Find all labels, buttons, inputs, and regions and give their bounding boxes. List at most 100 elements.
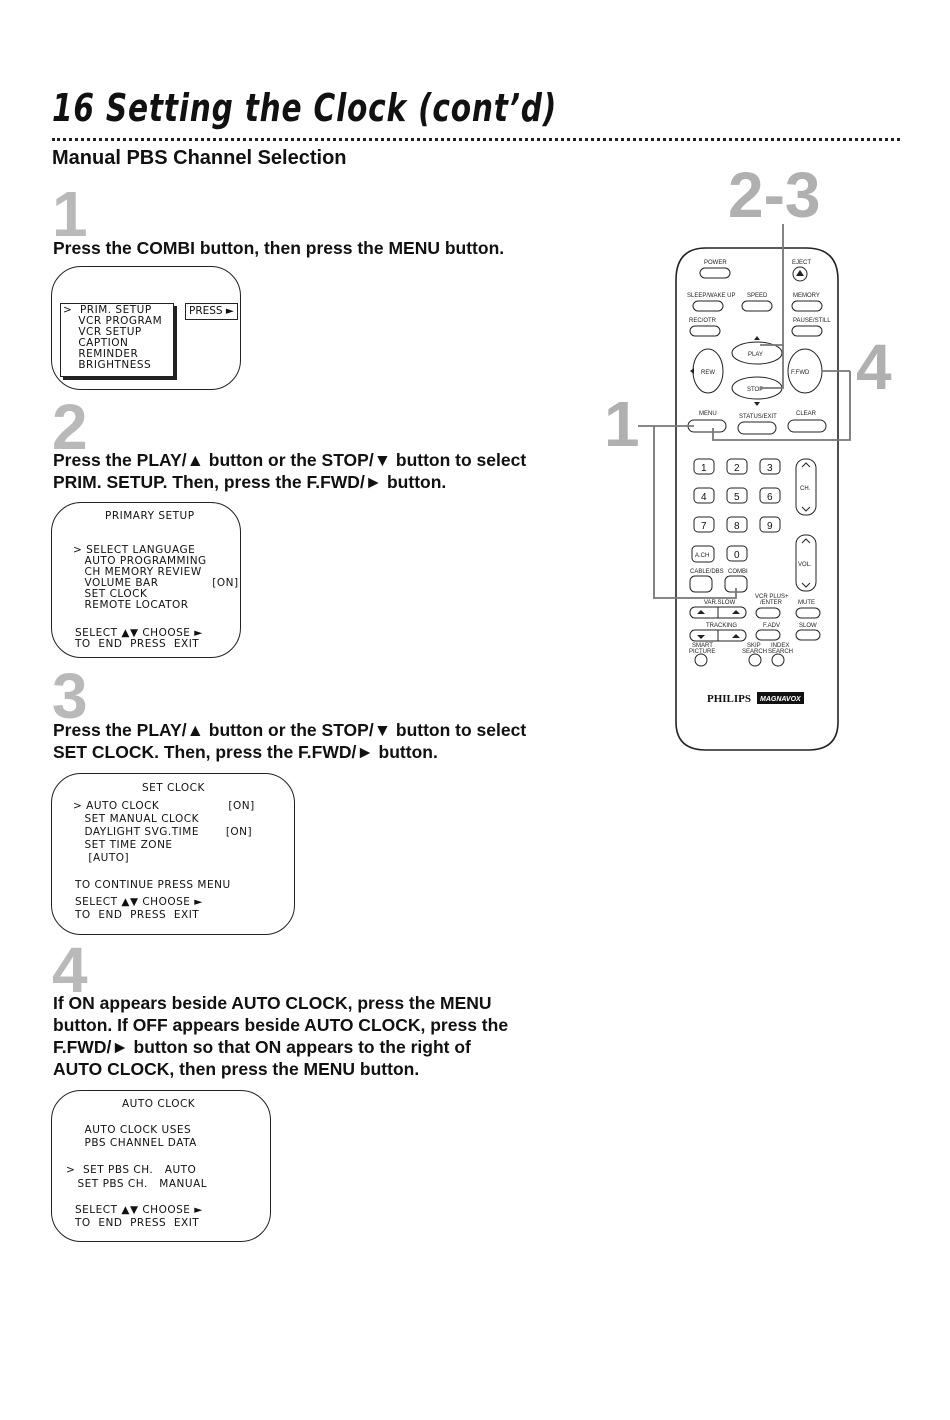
screen-footer: TO END PRESS EXIT — [75, 909, 200, 921]
rec-label: REC/OTR — [689, 318, 717, 324]
screen-footer: TO END PRESS EXIT — [75, 1217, 200, 1229]
screen-footer: SELECT ▲▼ CHOOSE ► — [75, 627, 203, 639]
memory-label: MEMORY — [793, 293, 820, 299]
section-title: Manual PBS Channel Selection — [52, 147, 347, 169]
screen-footer: TO CONTINUE PRESS MENU — [75, 879, 231, 891]
menu-line: > AUTO CLOCK [ON] — [73, 800, 255, 812]
screen-footer: TO END PRESS EXIT — [75, 638, 200, 650]
menu-line: SET PBS CH. MANUAL — [66, 1178, 208, 1190]
step-1-screen: > PRIM. SETUP VCR PROGRAM VCR SETUP CAPT… — [51, 266, 241, 390]
step-3-instruction-1: Press the PLAY/▲ button or the STOP/▼ bu… — [53, 720, 527, 740]
ffwd-label: F.FWD — [791, 370, 810, 376]
key-4: 4 — [701, 492, 707, 503]
ach-label: A.CH — [695, 553, 709, 559]
sleep-label: SLEEP/WAKE UP — [687, 293, 735, 299]
menu-line: > SET PBS CH. AUTO — [66, 1164, 197, 1176]
screen-footer: SELECT ▲▼ CHOOSE ► — [75, 896, 203, 908]
brand-philips: PHILIPS — [707, 693, 751, 705]
enter-label: /ENTER — [760, 600, 783, 606]
skip-search-label: SEARCH — [742, 649, 767, 655]
vol-label: VOL. — [798, 562, 812, 568]
menu-line: SET MANUAL CLOCK — [73, 813, 200, 825]
step-2-instruction-1: Press the PLAY/▲ button or the STOP/▼ bu… — [53, 450, 527, 470]
main-menu-box — [60, 303, 174, 377]
callout-leader-lines — [638, 224, 851, 599]
step-3-instruction-2: SET CLOCK. Then, press the F.FWD/► butto… — [53, 742, 438, 762]
key-6: 6 — [767, 492, 773, 503]
number-pad: 1 2 3 4 5 6 7 8 9 — [693, 458, 781, 533]
eject-label: EJECT — [792, 260, 811, 266]
menu-line: > PRIM. SETUP — [63, 304, 152, 316]
pause-label: PAUSE/STILL — [793, 318, 831, 324]
slow-label: SLOW — [799, 623, 817, 629]
press-indicator: PRESS ► — [185, 303, 239, 321]
menu-label: MENU — [699, 411, 717, 417]
menu-line: AUTO PROGRAMMING — [73, 555, 207, 567]
tracking-label: TRACKING — [706, 623, 737, 629]
smart-label: SMART — [692, 643, 713, 649]
menu-line: VCR PROGRAM — [63, 315, 163, 327]
menu-line: [AUTO] — [73, 852, 130, 864]
menu-line: VCR SETUP — [63, 326, 142, 338]
callout-4: 4 — [856, 331, 892, 403]
rew-label: REW — [701, 370, 715, 376]
menu-line: CH MEMORY REVIEW — [73, 566, 202, 578]
stop-label: STOP — [747, 387, 763, 393]
brand-magnavox: MAGNAVOX — [760, 696, 802, 703]
key-5: 5 — [734, 492, 740, 503]
step-3-screen: SET CLOCK > AUTO CLOCK [ON] SET MANUAL C… — [51, 773, 295, 935]
menu-line: PBS CHANNEL DATA — [73, 1137, 197, 1149]
speed-label: SPEED — [747, 293, 768, 299]
step-4-number: 4 — [52, 934, 88, 1006]
step-4-instruction-1: If ON appears beside AUTO CLOCK, press t… — [53, 993, 492, 1013]
step-4-screen: AUTO CLOCK AUTO CLOCK USES PBS CHANNEL D… — [51, 1090, 271, 1242]
picture-label: PICTURE — [689, 649, 715, 655]
index-search-label: SEARCH — [768, 649, 793, 655]
step-4-instruction-3: F.FWD/► button so that ON appears to the… — [53, 1037, 471, 1057]
key-9: 9 — [767, 521, 773, 532]
key-8: 8 — [734, 521, 740, 532]
menu-line: > SELECT LANGUAGE — [73, 544, 196, 556]
ch-label: CH. — [800, 486, 811, 492]
step-1-instruction: Press the COMBI button, then press the M… — [53, 238, 505, 258]
power-label: POWER — [704, 260, 727, 266]
menu-line: DAYLIGHT SVG.TIME [ON] — [73, 826, 253, 838]
mute-label: MUTE — [798, 600, 815, 606]
combi-label: COMBI — [728, 569, 748, 575]
key-3: 3 — [767, 463, 773, 474]
skip-label: SKIP — [747, 643, 761, 649]
menu-line: AUTO CLOCK USES — [73, 1124, 192, 1136]
step-2-screen: PRIMARY SETUP > SELECT LANGUAGE AUTO PRO… — [51, 502, 241, 658]
step-2-number: 2 — [52, 391, 88, 463]
vcrplus-label: VCR PLUS+ — [755, 594, 789, 600]
menu-line: SET TIME ZONE — [73, 839, 173, 851]
step-4-instruction-2: button. If OFF appears beside AUTO CLOCK… — [53, 1015, 509, 1035]
menu-line: VOLUME BAR [ON] — [73, 577, 239, 589]
step-2-instruction-2: PRIM. SETUP. Then, press the F.FWD/► but… — [53, 472, 447, 492]
menu-line: SET CLOCK — [73, 588, 148, 600]
varslow-label: VAR.SLOW — [704, 600, 736, 606]
play-label: PLAY — [748, 352, 763, 358]
key-0: 0 — [734, 550, 740, 561]
clear-label: CLEAR — [796, 411, 817, 417]
step-3-number: 3 — [52, 660, 88, 732]
fadv-label: F.ADV — [763, 623, 780, 629]
index-label: INDEX — [771, 643, 789, 649]
callout-2-3: 2-3 — [728, 159, 821, 231]
menu-line: REMOTE LOCATOR — [73, 599, 189, 611]
step-1-number: 1 — [52, 178, 88, 250]
screen-title: AUTO CLOCK — [122, 1098, 196, 1110]
key-7: 7 — [701, 521, 707, 532]
menu-line: CAPTION — [63, 337, 129, 349]
screen-title: SET CLOCK — [142, 782, 205, 794]
screen-footer: SELECT ▲▼ CHOOSE ► — [75, 1204, 203, 1216]
screen-title: PRIMARY SETUP — [105, 510, 195, 522]
menu-line: REMINDER — [63, 348, 139, 360]
page-title: 16 Setting the Clock (cont’d) — [52, 86, 558, 130]
dotted-divider — [52, 138, 900, 141]
status-label: STATUS/EXIT — [739, 414, 777, 420]
cable-label: CABLE/DBS — [690, 569, 724, 575]
key-1: 1 — [701, 463, 707, 474]
callout-1: 1 — [604, 388, 640, 460]
